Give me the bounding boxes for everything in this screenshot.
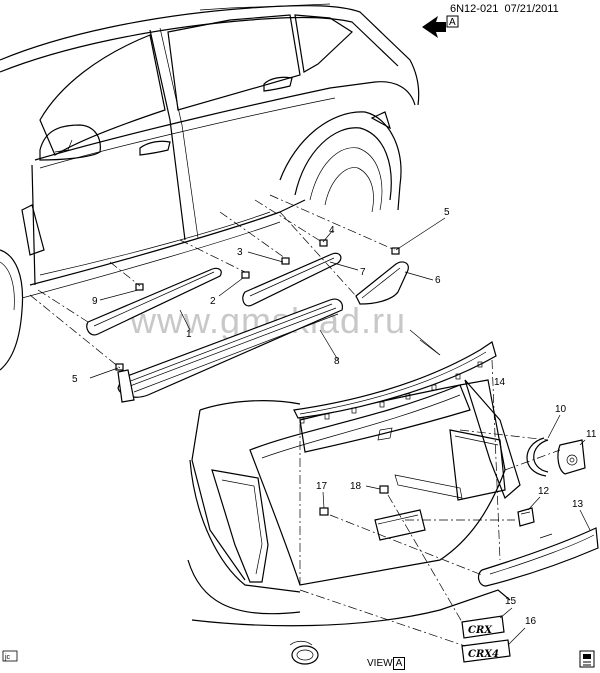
callout-18: 18 [350,481,362,492]
book-icon [579,650,595,668]
part-6-extension [355,261,409,305]
callout-8: 8 [334,356,340,367]
callout-11: 11 [586,429,597,440]
part-10-seal [526,437,549,477]
part-8-rocker-panel [117,298,343,403]
view-arrow-icon: A [422,15,459,38]
callout-3: 3 [237,247,243,258]
assembly-guide-lines [29,194,396,369]
part-12-bracket [517,507,535,527]
callout-14: 14 [494,377,506,388]
vehicle-side-view [0,3,420,371]
corner-tag: jc [2,650,18,662]
callout-16: 16 [525,616,537,627]
svg-text:CRX4: CRX4 [468,649,499,660]
rear-callout-leaders [322,339,591,646]
callout-leaders [89,217,446,379]
callout-5b: 5 [444,207,450,218]
svg-text:jc: jc [4,654,11,661]
callout-2: 2 [210,296,216,307]
svg-text:CRX: CRX [468,625,493,636]
callout-5a: 5 [72,374,78,385]
part-15-emblem: CRX [461,615,505,639]
callout-15: 15 [505,596,517,607]
callout-17: 17 [316,481,328,492]
callout-6: 6 [435,275,441,286]
part-16-emblem: CRX4 [461,639,511,663]
callout-10: 10 [555,404,567,415]
callout-9: 9 [92,296,98,307]
rear-guide-lines [299,359,561,647]
view-arrow-letter: A [449,17,456,28]
callout-labels: 1 2 3 4 5 5 6 7 8 9 10 11 12 13 14 15 16… [72,207,597,627]
diagram-code: 6N12-021 07/21/2011 [450,3,559,15]
callout-1: 1 [186,329,192,340]
callout-7: 7 [360,267,366,278]
part-14-spoiler [293,341,497,424]
part-7-door-moulding [242,252,342,307]
callout-4: 4 [329,225,335,236]
fastener-icons [115,239,400,371]
part-1-door-moulding [86,267,222,336]
vehicle-rear-view [187,379,521,665]
callout-12: 12 [538,486,550,497]
part-13-applique [477,527,599,587]
callout-13: 13 [572,499,584,510]
part-11-camera [557,439,586,475]
